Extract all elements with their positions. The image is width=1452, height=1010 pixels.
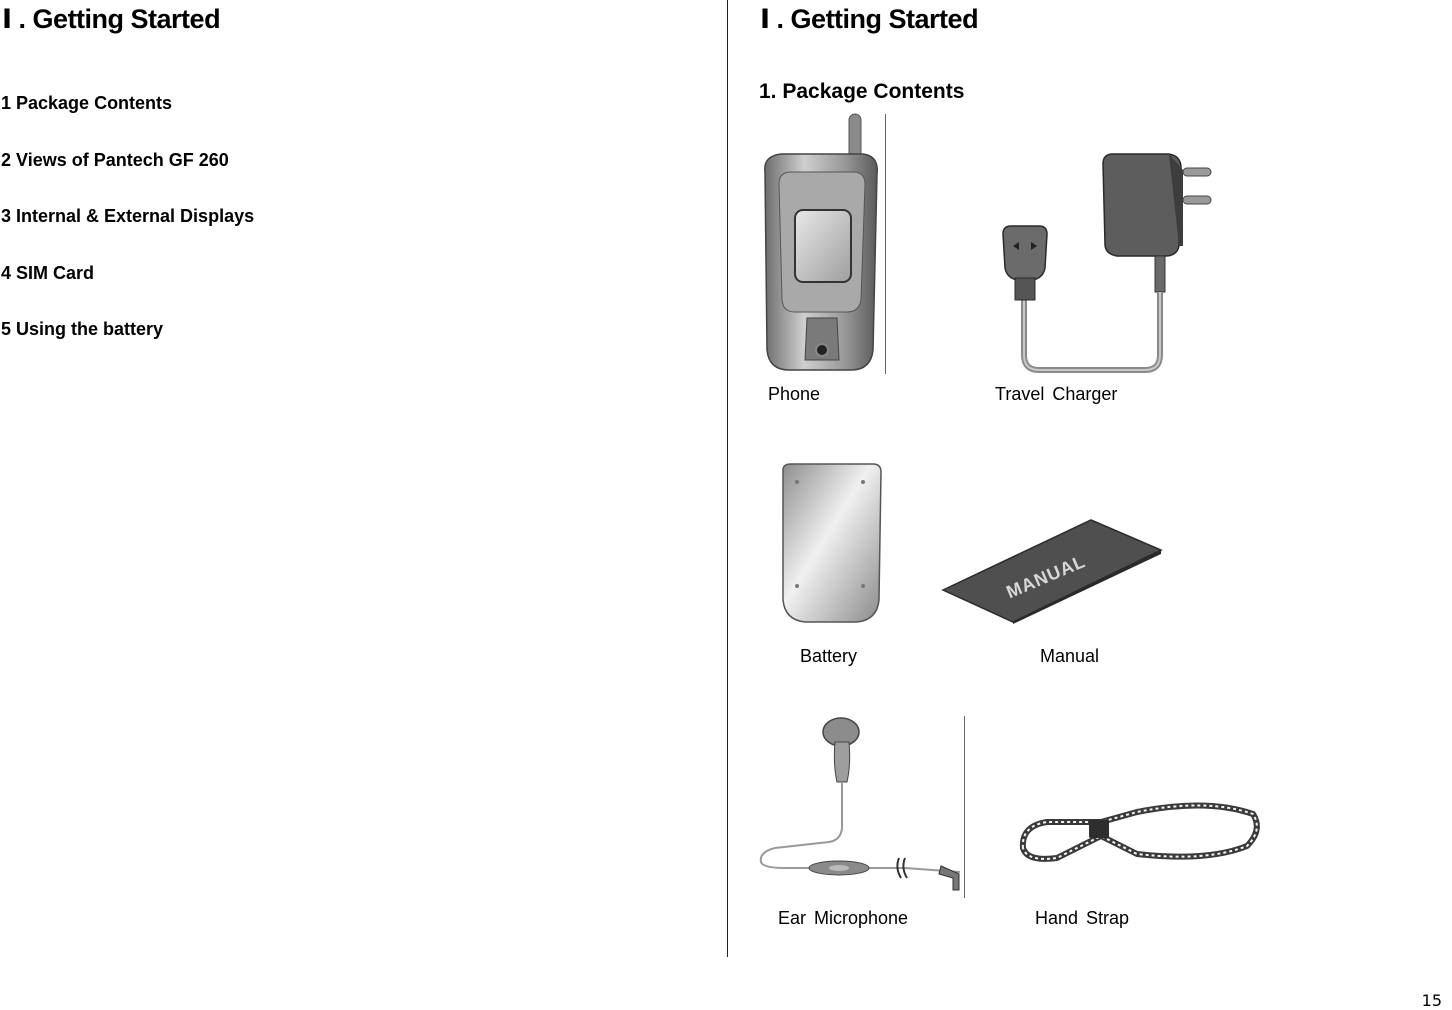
page-divider bbox=[727, 0, 728, 957]
caption-manual: Manual bbox=[1040, 646, 1100, 666]
page-number: 15 bbox=[1421, 991, 1442, 1010]
caption-hand-strap: Hand Strap bbox=[1035, 908, 1130, 928]
toc-item-battery[interactable]: 5 Using the battery bbox=[1, 319, 164, 339]
toc-item-package-contents[interactable]: 1 Package Contents bbox=[1, 93, 173, 113]
chapter-title-right: Ⅰ . Getting Started bbox=[760, 4, 979, 34]
phone-guide-line bbox=[885, 114, 886, 374]
ear-microphone-illustration bbox=[759, 717, 961, 891]
toc-item-displays[interactable]: 3 Internal & External Displays bbox=[1, 206, 255, 226]
travel-charger-illustration bbox=[1002, 153, 1212, 373]
caption-battery: Battery bbox=[800, 646, 858, 666]
table-of-contents: 1 Package Contents 2 Views of Pantech GF… bbox=[1, 92, 254, 375]
chapter-title-left: Ⅰ . Getting Started bbox=[2, 4, 221, 34]
battery-illustration bbox=[782, 463, 882, 623]
caption-travel-charger: Travel Charger bbox=[995, 384, 1118, 404]
phone-illustration bbox=[764, 113, 878, 371]
left-page: Ⅰ . Getting Started 1 Package Contents 2… bbox=[1, 4, 254, 375]
caption-ear-microphone: Ear Microphone bbox=[778, 908, 909, 928]
hand-strap-illustration bbox=[1019, 802, 1260, 862]
toc-item-sim-card[interactable]: 4 SIM Card bbox=[1, 262, 95, 283]
toc-item-views[interactable]: 2 Views of Pantech GF 260 bbox=[1, 149, 229, 170]
right-page: Ⅰ . Getting Started 1. Package Contents bbox=[729, 0, 1452, 1010]
caption-phone: Phone bbox=[768, 384, 821, 404]
section-title: 1. Package Contents bbox=[759, 80, 965, 103]
manual-illustration: MANUAL bbox=[941, 519, 1163, 624]
ear-microphone-guide-line bbox=[964, 716, 965, 898]
